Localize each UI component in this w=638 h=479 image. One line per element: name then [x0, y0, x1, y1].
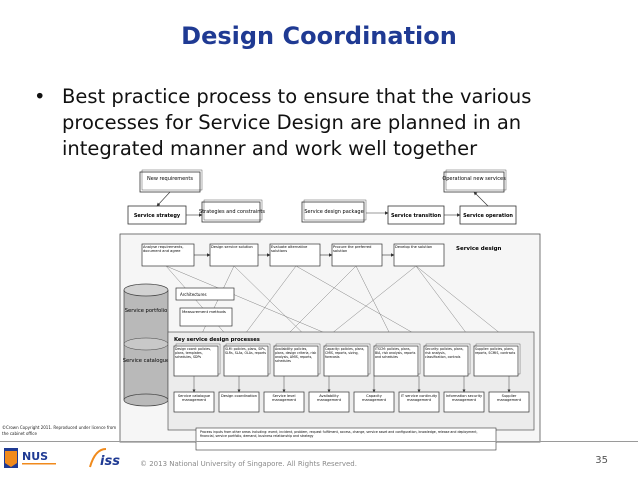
design-coordination-diagram: New requirements Operational new service… [119, 169, 541, 451]
nus-logo-text: NUS [22, 450, 48, 463]
service-strategy-label: Service strategy [134, 213, 181, 219]
nus-logo: NUS [4, 448, 56, 468]
footer-copyright: © 2013 National University of Singapore.… [140, 460, 357, 468]
iss-logo: iss [89, 448, 120, 469]
info-box-text: Supplier: policies, plans, reports, SCMI… [475, 347, 516, 355]
page-number: 35 [595, 455, 608, 466]
process-box-text: Availability management [316, 394, 342, 403]
process-box: Supplier management [488, 391, 530, 413]
service-design-package-label: Service design package [304, 209, 363, 215]
measurement-methods-label: Measurement methods [182, 310, 226, 314]
process-box-text: Information security management [445, 394, 483, 403]
process-box: Availability management [308, 391, 350, 413]
info-box: Supplier: policies, plans, reports, SCMI… [473, 343, 521, 377]
operational-services-label: Operational new services [442, 176, 506, 182]
info-box: ITSCM: policies, plans, BIA, risk analys… [373, 343, 421, 377]
analyse-requirements-box: Analyse requirements, document and agree [141, 243, 195, 267]
iss-logo-text: iss [100, 454, 120, 469]
key-processes-label: Key service design processes [174, 337, 260, 343]
process-box-text: Supplier management [496, 394, 522, 403]
service-transition-label: Service transition [391, 213, 442, 219]
info-box-text: SLM: policies, plans, SIPs, SLRs, SLAs, … [225, 347, 267, 355]
procure-solution-label: Procure the preferred solution [333, 245, 372, 254]
service-portfolio-cylinder: Service portfolio Service catalogue [123, 283, 169, 407]
design-service-solution-label: Design service solution [211, 245, 253, 249]
process-box: Service catalogue management [173, 391, 215, 413]
footer-divider [0, 441, 638, 442]
new-requirements-box: New requirements [139, 169, 203, 193]
slide-title: Design Coordination [181, 22, 457, 50]
service-operation-label: Service operation [463, 213, 513, 219]
evaluate-solutions-box: Evaluate alternative solutions [269, 243, 321, 267]
bullet-text: Best practice process to ensure that the… [62, 85, 532, 160]
process-box-group: Service catalogue management Design coord… [173, 376, 530, 413]
service-catalogue-label: Service catalogue [123, 358, 169, 364]
service-portfolio-label: Service portfolio [125, 308, 168, 314]
measurement-methods-box: Measurement methods [179, 307, 233, 327]
strategies-constraints-label: Strategies and constraints [199, 209, 265, 215]
process-box: Service level management [263, 391, 305, 413]
process-inputs-note: Process inputs from other areas includin… [195, 427, 497, 451]
info-box: Security: policies, plans, risk analysis… [423, 343, 471, 377]
info-box-text: Design coord: policies, plans, templates… [175, 347, 212, 359]
service-design-label: Service design [456, 246, 502, 252]
service-strategy-box: Service strategy [127, 205, 187, 225]
design-service-solution-box: Design service solution [209, 243, 259, 267]
copyright-note: ©Crown Copyright 2011. Reproduced under … [2, 425, 117, 436]
process-box-text: Service catalogue management [177, 394, 211, 403]
info-box: Capacity: policies, plans, CMIS, reports… [323, 343, 371, 377]
service-design-package-box: Service design package [301, 199, 367, 223]
info-box: Availability: policies, plans, design cr… [273, 343, 321, 377]
info-box-text: Security: policies, plans, risk analysis… [425, 347, 464, 359]
architectures-box: Architectures [175, 287, 235, 301]
procure-solution-box: Procure the preferred solution [331, 243, 383, 267]
process-box: Design coordination [218, 391, 260, 413]
info-box-text: Capacity: policies, plans, CMIS, reports… [325, 347, 365, 359]
info-box-text: ITSCM: policies, plans, BIA, risk analys… [375, 347, 416, 359]
process-box: IT service continuity management [398, 391, 440, 413]
process-box: Information security management [443, 391, 485, 413]
new-requirements-label: New requirements [147, 176, 193, 182]
process-box-text: Capacity management [361, 394, 387, 403]
info-box-group: Design coord: policies, plans, templates… [173, 343, 521, 377]
architectures-label: Architectures [180, 292, 207, 297]
process-box-text: Service level management [271, 394, 297, 403]
develop-solution-label: Develop the solution [395, 245, 433, 249]
process-inputs-text: Process inputs from other areas includin… [200, 430, 478, 438]
process-box: Capacity management [353, 391, 395, 413]
service-operation-box: Service operation [459, 205, 517, 225]
info-box: SLM: policies, plans, SIPs, SLRs, SLAs, … [223, 343, 271, 377]
operational-services-box: Operational new services [442, 169, 507, 193]
analyse-requirements-label: Analyse requirements, document and agree [143, 245, 184, 254]
info-box: Design coord: policies, plans, templates… [173, 343, 221, 377]
info-box-text: Availability: policies, plans, design cr… [275, 347, 317, 363]
evaluate-solutions-label: Evaluate alternative solutions [271, 245, 308, 254]
bullet-dot: • [34, 85, 46, 108]
process-box-text: IT service continuity management [400, 394, 438, 403]
strategies-constraints-box: Strategies and constraints [199, 199, 265, 223]
develop-solution-box: Develop the solution [393, 243, 445, 267]
service-transition-box: Service transition [387, 205, 445, 225]
process-box-text: Design coordination [221, 394, 257, 398]
